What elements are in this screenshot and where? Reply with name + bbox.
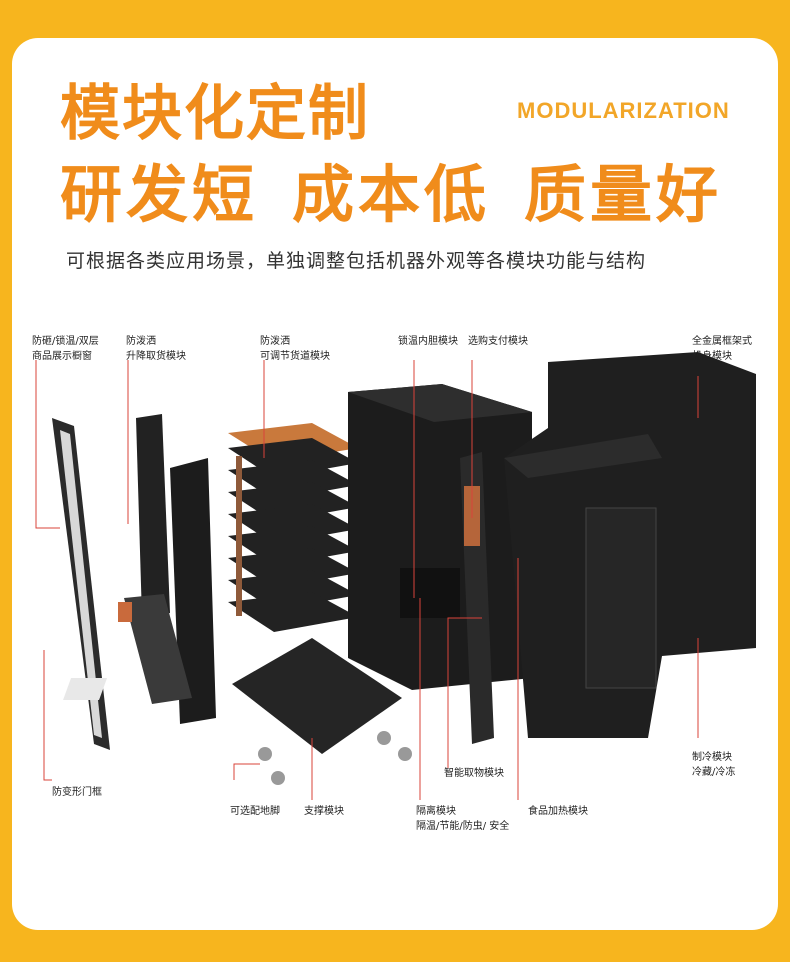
exploded-machine-illustration xyxy=(35,352,756,800)
lift-module-icon xyxy=(118,414,216,724)
cabinet-icon xyxy=(348,384,532,690)
english-subtitle: MODULARIZATION xyxy=(517,98,730,123)
label-insulated-liner: 锁温内胆模块 xyxy=(398,336,458,347)
foot-icon xyxy=(258,731,412,785)
label-support: 支撑模块 xyxy=(304,806,344,817)
label-feet: 可选配地脚 xyxy=(230,806,280,817)
label-shelf-module: 防泼洒 可调节货道模块 xyxy=(260,336,330,362)
label-smart-pickup: 智能取物模块 xyxy=(444,768,504,779)
benefit-3: 质量好 xyxy=(524,158,723,231)
label-payment-module: 选购支付模块 xyxy=(468,336,528,347)
label-frame-body: 全金属框架式 机身模块 xyxy=(692,336,752,362)
label-cooling: 制冷模块 冷藏/冷冻 xyxy=(692,752,736,778)
label-lift-module: 防泼洒 升降取货模块 xyxy=(126,336,186,362)
benefit-2: 成本低 xyxy=(292,158,491,231)
content-card: 模块化定制 MODULARIZATION 研发短成本低质量好 可根据各类应用场景… xyxy=(12,38,778,930)
frame-body-icon xyxy=(504,352,756,738)
shelf-module-icon xyxy=(228,423,358,632)
label-heating: 食品加热模块 xyxy=(528,806,588,817)
door-frame-icon xyxy=(52,418,110,750)
leader-lines xyxy=(35,360,699,800)
label-door-frame: 防变形门框 xyxy=(52,787,102,798)
description: 可根据各类应用场景，单独调整包括机器外观等各模块功能与结构 xyxy=(66,250,647,272)
label-display-window: 防砸/锁温/双层 商品展示橱窗 xyxy=(32,336,99,362)
support-base-icon xyxy=(63,638,402,754)
benefits-line: 研发短成本低质量好 xyxy=(60,164,756,226)
benefit-1: 研发短 xyxy=(60,158,259,231)
label-isolation: 隔离模块 隔温/节能/防虫/ 安全 xyxy=(416,806,510,832)
page-title: 模块化定制 xyxy=(60,79,370,149)
